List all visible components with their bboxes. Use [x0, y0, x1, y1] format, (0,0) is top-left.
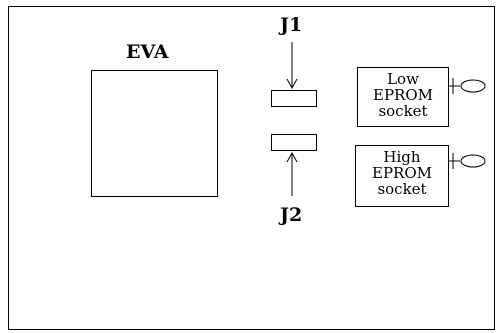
j2-label: J2: [280, 204, 303, 226]
j1-label: J1: [280, 14, 303, 36]
j2-arrow-head: [286, 151, 298, 163]
eva-chip: [91, 70, 218, 197]
low-socket-line-1: Low: [387, 70, 419, 88]
j1-arrow-head: [286, 78, 298, 90]
low-socket-line-3: socket: [378, 102, 428, 120]
low-socket-line-2: EPROM: [373, 86, 433, 104]
low-socket-text: Low EPROM socket: [358, 71, 448, 119]
eva-label: EVA: [126, 41, 169, 63]
high-eprom-socket: High EPROM socket: [355, 145, 449, 207]
low-socket-knob: [460, 79, 486, 93]
high-socket-text: High EPROM socket: [356, 149, 448, 197]
high-socket-line-1: High: [383, 148, 421, 166]
j2-jumper: [271, 134, 317, 151]
j1-jumper: [271, 90, 317, 107]
high-socket-knob: [460, 154, 486, 168]
high-socket-line-2: EPROM: [372, 164, 432, 182]
low-eprom-socket: Low EPROM socket: [357, 67, 449, 127]
high-socket-line-3: socket: [377, 180, 427, 198]
